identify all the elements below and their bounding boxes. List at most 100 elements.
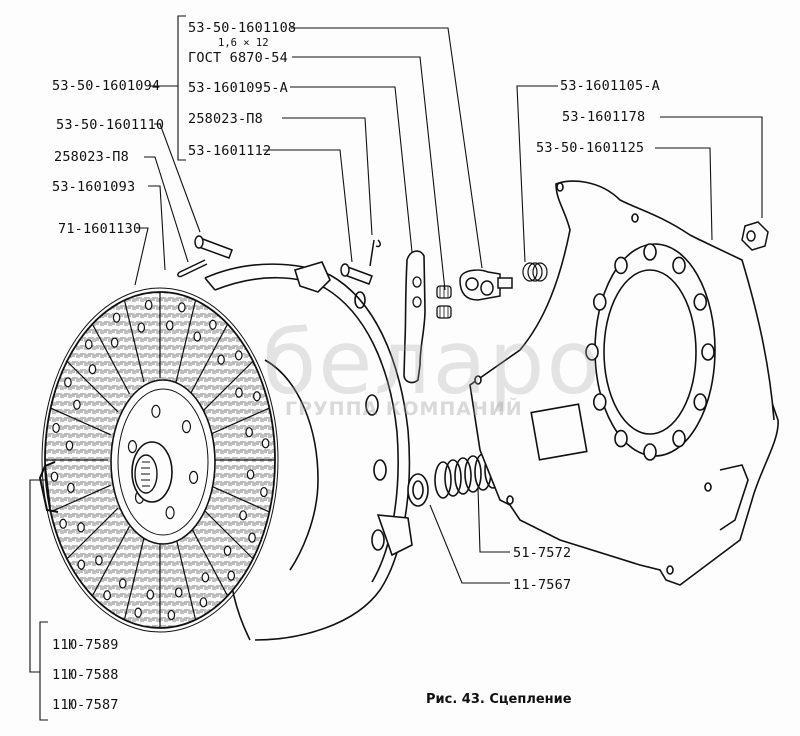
rivet	[68, 483, 74, 492]
rivet	[240, 511, 246, 520]
clutch-disc	[42, 288, 278, 632]
small-spring	[523, 263, 547, 281]
friction-segment-divider	[124, 300, 143, 382]
rivet	[86, 340, 92, 349]
cover-bolt-hole	[644, 244, 656, 260]
insulating-washer	[408, 474, 428, 506]
part-label: 53-50-1601110	[56, 117, 165, 133]
cover-bolt-hole	[694, 294, 706, 310]
part-label: 258023-П8	[188, 111, 263, 127]
rivet	[167, 321, 173, 330]
part-label: 11Ю-7587	[52, 697, 119, 713]
clutch-cover	[470, 181, 778, 585]
part-label: 11Ю-7588	[52, 667, 119, 683]
part-label: 258023-П8	[54, 149, 129, 165]
rivet	[247, 470, 253, 479]
rivet	[224, 546, 230, 555]
cover-bolt-hole	[594, 294, 606, 310]
rivet	[111, 338, 117, 347]
cover-bolt-hole	[702, 344, 714, 360]
part-label: 53-1601093	[52, 179, 136, 195]
friction-segment-divider	[51, 485, 111, 512]
rivet	[261, 488, 267, 497]
part-label: 71-1601130	[58, 221, 142, 237]
part-label: 53-50-1601094	[52, 78, 161, 94]
rivet	[96, 556, 102, 565]
hub-hole	[182, 421, 190, 433]
cover-bolt-hole	[586, 344, 598, 360]
rivet	[262, 439, 268, 448]
rivet	[228, 571, 234, 580]
part-label: 53-50-1601125	[536, 140, 645, 156]
figure-caption: Рис. 43. Сцепление	[426, 692, 572, 707]
part-label-note: 1,6 × 12	[218, 37, 269, 49]
rivet	[65, 378, 71, 387]
hub-hole	[152, 405, 160, 417]
rivet	[200, 598, 206, 607]
rivet	[249, 533, 255, 542]
rivet	[113, 313, 119, 322]
friction-segment-divider	[124, 538, 143, 620]
part-label: 11Ю-7589	[52, 637, 119, 653]
friction-segment-divider	[92, 526, 129, 596]
friction-segment-divider	[51, 408, 111, 435]
friction-segment-divider	[176, 538, 195, 620]
friction-segment-divider	[191, 324, 228, 394]
friction-segment-divider	[176, 300, 195, 382]
rivet	[78, 560, 84, 569]
part-label: 53-1601112	[188, 143, 272, 159]
part-label: ГОСТ 6870-54	[188, 50, 288, 66]
rivet	[147, 590, 153, 599]
hub-hole	[190, 471, 198, 483]
rivet	[104, 591, 110, 600]
cover-nut	[742, 222, 768, 250]
rivet	[78, 523, 84, 532]
cover-bolt-hole	[615, 257, 627, 273]
leader-lines	[30, 16, 762, 720]
pin	[195, 236, 372, 284]
rivet	[120, 579, 126, 588]
part-label: 53-1601105-А	[560, 78, 660, 94]
rivet	[194, 332, 200, 341]
rivet	[218, 355, 224, 364]
friction-segment-divider	[67, 361, 118, 412]
rivet	[138, 323, 144, 332]
rivet	[60, 519, 66, 528]
rivet	[74, 400, 80, 409]
watermark-subtitle: ГРУППА КОМПАНИЙ	[285, 398, 523, 420]
cover-bolt-hole	[594, 394, 606, 410]
rivet	[179, 303, 185, 312]
friction-segment-divider	[67, 508, 118, 559]
rivet	[51, 472, 57, 481]
rivet	[246, 428, 252, 437]
friction-segment-divider	[209, 408, 269, 435]
hub-hole	[128, 441, 136, 453]
cover-bolt-hole	[644, 444, 656, 460]
part-label: 53-1601095-А	[188, 80, 288, 96]
cover-bolt-hole	[615, 431, 627, 447]
rivet-clip	[40, 462, 58, 512]
rivet	[89, 365, 95, 374]
part-label: 53-1601178	[562, 109, 646, 125]
cover-bolt-hole	[673, 431, 685, 447]
rivet	[135, 608, 141, 617]
rivet	[145, 300, 151, 309]
rivet	[168, 611, 174, 620]
rivet	[236, 388, 242, 397]
friction-segment-divider	[202, 508, 253, 559]
adjusting-nut	[437, 286, 451, 318]
part-label: 51-7572	[513, 545, 572, 561]
cover-bolt-hole	[694, 394, 706, 410]
rivet	[210, 320, 216, 329]
friction-segment-divider	[92, 324, 129, 394]
part-label: 11-7567	[513, 577, 572, 593]
rivet	[53, 423, 59, 432]
rivet	[202, 573, 208, 582]
hub-hole	[166, 507, 174, 519]
watermark-brand: беларо	[262, 311, 603, 414]
cotter-pin	[178, 240, 380, 277]
cover-bolt-hole	[673, 257, 685, 273]
friction-segment-divider	[191, 526, 228, 596]
friction-segment-divider	[209, 485, 269, 512]
rivet	[236, 351, 242, 360]
